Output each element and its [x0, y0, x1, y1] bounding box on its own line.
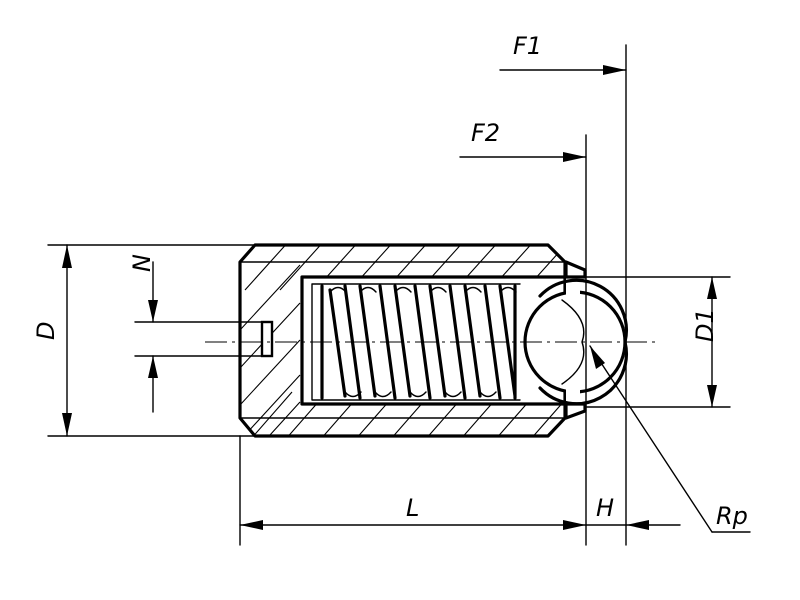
label-h: H [596, 494, 614, 522]
label-rp: Rp [716, 502, 748, 530]
rp-leader [589, 345, 751, 533]
force-f1-arrow [499, 65, 627, 75]
force-f2-arrow [459, 152, 587, 162]
label-f2: F2 [471, 119, 500, 147]
label-n: N [128, 254, 156, 272]
dimension-l [239, 520, 587, 530]
screwdriver-slot [260, 320, 274, 358]
dimension-n [148, 261, 158, 413]
dimension-d [62, 244, 72, 437]
label-l: L [406, 494, 419, 522]
bore-outline [300, 275, 568, 406]
extension-lines [47, 44, 731, 546]
label-d: D [32, 322, 60, 340]
dimension-d1 [707, 276, 717, 408]
label-f1: F1 [513, 32, 542, 60]
label-d1: D1 [691, 308, 719, 342]
dimension-h [585, 520, 681, 530]
